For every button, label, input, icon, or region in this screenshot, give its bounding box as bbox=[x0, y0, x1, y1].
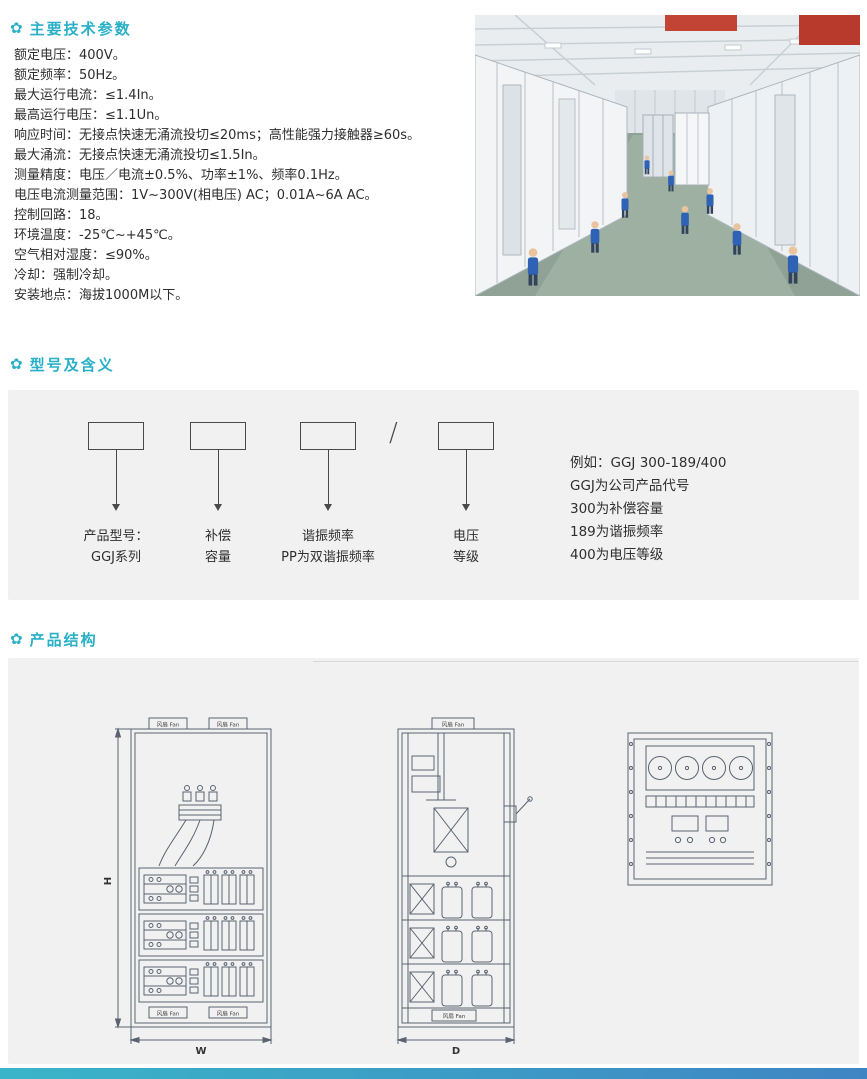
gear-icon: ✿ bbox=[10, 19, 23, 37]
model-label-line: GGJ系列 bbox=[91, 550, 141, 565]
section-title-tech-params: 主要技术参数 bbox=[29, 20, 132, 38]
red-banner bbox=[665, 15, 737, 31]
product-structure-panel: 风扇 Fan 风扇 Fan 风扇 Fan 风扇 Fan H W bbox=[8, 658, 859, 1064]
dimension-d-label: D bbox=[452, 1046, 460, 1056]
model-label-2: 补偿 容量 bbox=[143, 526, 293, 568]
model-label-line: 产品型号： bbox=[83, 529, 149, 544]
down-arrow bbox=[214, 450, 222, 511]
footer-bar bbox=[0, 1068, 867, 1079]
section-title-product-structure: 产品结构 bbox=[29, 631, 98, 649]
param-item: 最高运行电压：≤1.1Un。 bbox=[14, 108, 168, 123]
side-view-drawing: 风扇 Fan 风扇 Fan D bbox=[376, 716, 536, 1056]
down-arrow bbox=[324, 450, 332, 511]
param-item: 冷却：强制冷却。 bbox=[14, 268, 119, 283]
model-label-line: PP为双谐振频率 bbox=[281, 550, 375, 565]
model-label-line: 容量 bbox=[204, 550, 231, 565]
model-code-box-2 bbox=[190, 422, 246, 450]
model-slash: / bbox=[389, 418, 398, 448]
model-code-box-1 bbox=[88, 422, 144, 450]
section-header-product-structure: ✿ 产品结构 bbox=[10, 629, 98, 650]
param-item: 额定电压：400V。 bbox=[14, 48, 126, 63]
param-item: 电压电流测量范围：1V~300V(相电压) AC；0.01A~6A AC。 bbox=[14, 188, 378, 203]
section-title-model-meaning: 型号及含义 bbox=[29, 356, 115, 374]
model-label-1: 产品型号： GGJ系列 bbox=[41, 526, 191, 568]
param-item: 控制回路：18。 bbox=[14, 208, 109, 223]
model-label-line: 谐振频率 bbox=[301, 529, 354, 544]
param-item: 测量精度：电压／电流±0.5%、功率±1%、频率0.1Hz。 bbox=[14, 168, 348, 183]
param-item: 最大运行电流：≤1.4In。 bbox=[14, 88, 162, 103]
example-line: GGJ为公司产品代号 bbox=[570, 478, 690, 494]
example-line: 189为谐振频率 bbox=[570, 524, 664, 540]
fan-label: 风扇 Fan bbox=[217, 721, 240, 729]
gear-icon: ✿ bbox=[10, 355, 23, 373]
model-label-line: 补偿 bbox=[204, 529, 231, 544]
param-item: 安装地点：海拔1000M以下。 bbox=[14, 288, 189, 303]
model-example-block: 例如：GGJ 300-189/400 GGJ为公司产品代号 300为补偿容量 1… bbox=[570, 452, 726, 567]
model-label-line: 电压 bbox=[452, 529, 479, 544]
model-code-box-4 bbox=[438, 422, 494, 450]
red-banner bbox=[799, 15, 860, 45]
panel-top-rule bbox=[313, 661, 858, 662]
fan-label: 风扇 Fan bbox=[157, 1010, 180, 1018]
example-line: 400为电压等级 bbox=[570, 547, 664, 563]
param-item: 最大涌流：无接点快速无涌流投切≤1.5In。 bbox=[14, 148, 266, 163]
rear-panel-drawing bbox=[620, 730, 780, 890]
model-meaning-panel: / 产品型号： GGJ系列 补偿 容量 谐振频率 PP为双谐振频率 电压 等级 … bbox=[8, 390, 859, 600]
fan-label: 风扇 Fan bbox=[443, 1012, 466, 1020]
param-item: 额定频率：50Hz。 bbox=[14, 68, 126, 83]
section-header-model-meaning: ✿ 型号及含义 bbox=[10, 354, 115, 375]
factory-photo-illustration bbox=[475, 15, 860, 296]
down-arrow bbox=[112, 450, 120, 511]
model-label-4: 电压 等级 bbox=[391, 526, 541, 568]
fan-label: 风扇 Fan bbox=[217, 1010, 240, 1018]
param-item: 响应时间：无接点快速无涌流投切≤20ms；高性能强力接触器≥60s。 bbox=[14, 128, 421, 143]
factory-photo bbox=[475, 15, 860, 296]
model-code-box-3 bbox=[300, 422, 356, 450]
param-item: 环境温度：-25℃~+45℃。 bbox=[14, 228, 181, 243]
down-arrow bbox=[462, 450, 470, 511]
example-line: 例如：GGJ 300-189/400 bbox=[570, 455, 727, 471]
front-view-drawing: 风扇 Fan 风扇 Fan 风扇 Fan 风扇 Fan H W bbox=[103, 716, 293, 1056]
fan-label: 风扇 Fan bbox=[442, 721, 465, 729]
gear-icon: ✿ bbox=[10, 630, 23, 648]
tech-param-list: 额定电压：400V。 额定频率：50Hz。 最大运行电流：≤1.4In。 最高运… bbox=[14, 46, 464, 306]
model-label-3: 谐振频率 PP为双谐振频率 bbox=[253, 526, 403, 568]
model-label-line: 等级 bbox=[452, 550, 479, 565]
fan-label: 风扇 Fan bbox=[157, 721, 180, 729]
param-item: 空气相对湿度：≤90%。 bbox=[14, 248, 158, 263]
section-header-tech-params: ✿ 主要技术参数 bbox=[10, 18, 132, 39]
example-line: 300为补偿容量 bbox=[570, 501, 664, 517]
dimension-w-label: W bbox=[195, 1046, 206, 1056]
dimension-h-label: H bbox=[103, 877, 114, 885]
